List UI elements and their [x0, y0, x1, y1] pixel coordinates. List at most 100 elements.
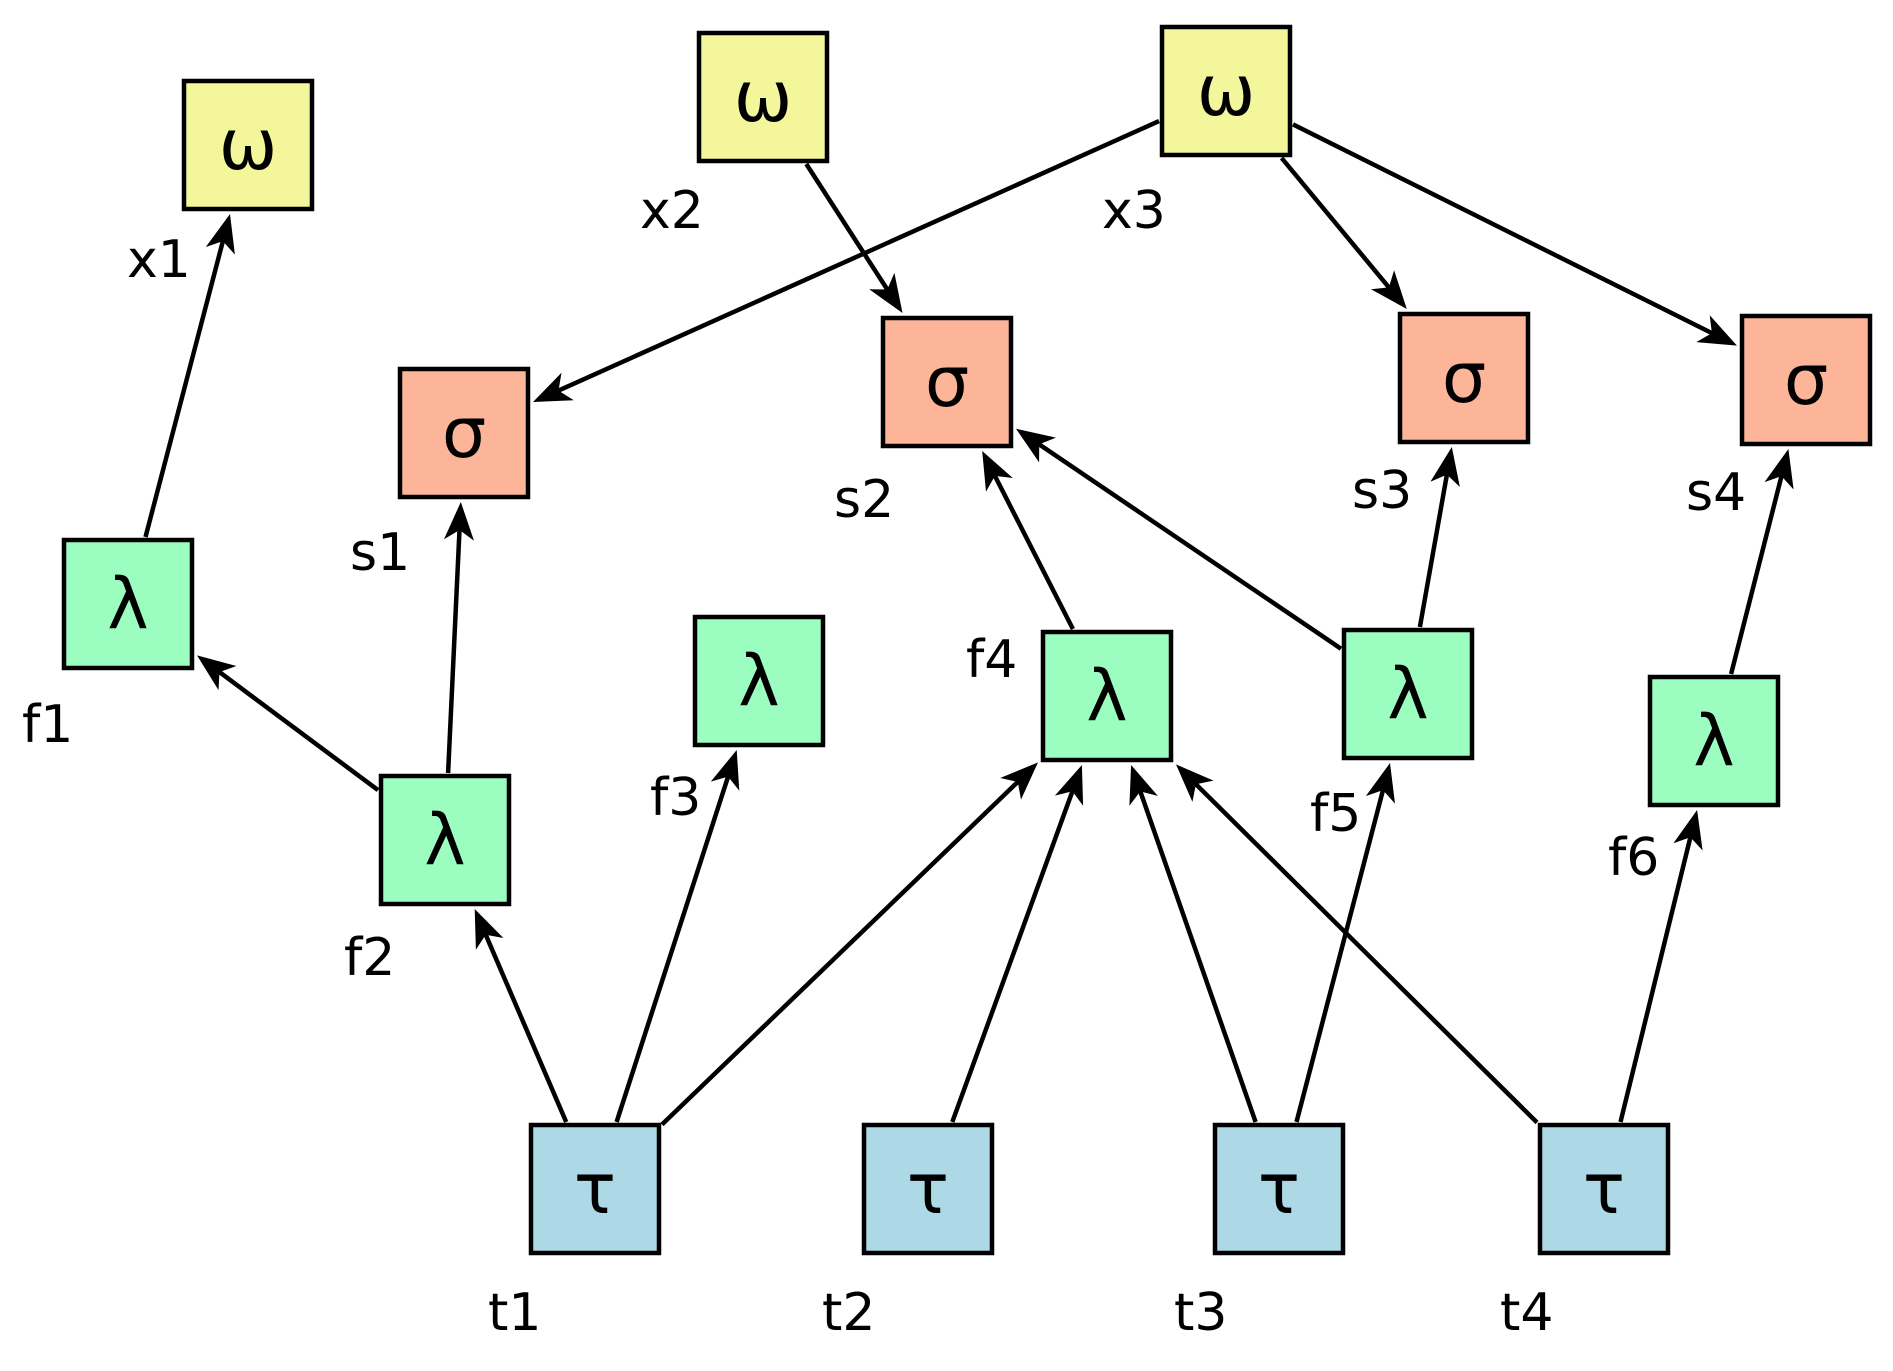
arrowhead: [1000, 762, 1038, 800]
omega-node-box: [1159, 24, 1293, 158]
edge-line: [445, 529, 462, 774]
node-label-s3: s3: [1352, 461, 1412, 521]
edge-line: [1618, 836, 1693, 1123]
arrowhead: [1176, 764, 1214, 802]
node-x1: ω x1: [127, 78, 315, 290]
lambda-node-box: [1341, 627, 1475, 761]
edge-f6-to-s4: [1728, 449, 1794, 675]
lambda-symbol: λ: [1086, 655, 1127, 737]
tau-symbol: τ: [574, 1148, 616, 1230]
edge-x2-to-s2: [804, 162, 903, 313]
edge-f2-to-s1: [444, 502, 474, 774]
node-label-f5: f5: [1310, 784, 1361, 844]
sigma-symbol: σ: [442, 392, 486, 474]
node-f2: λ f2: [344, 773, 512, 988]
node-label-f1: f1: [22, 695, 73, 755]
edge-line: [483, 933, 569, 1123]
node-f6: λ f6: [1608, 674, 1781, 888]
lambda-symbol: λ: [1693, 700, 1734, 782]
edge-x3-to-s4: [1291, 122, 1737, 346]
omega-symbol: ω: [219, 104, 278, 186]
node-x3: ω x3: [1102, 24, 1293, 241]
sigma-symbol: σ: [1784, 339, 1828, 421]
edge-line: [1728, 475, 1784, 675]
sigma-node-box: [397, 366, 531, 500]
node-t3: τ t3: [1174, 1122, 1346, 1343]
lambda-symbol: λ: [424, 799, 465, 881]
edge-line: [1037, 442, 1343, 651]
omega-node-box: [181, 78, 315, 212]
edge-line: [1291, 122, 1713, 336]
edge-line: [660, 780, 1020, 1127]
node-label-x3: x3: [1102, 181, 1166, 241]
arrowhead: [982, 451, 1013, 492]
node-label-s2: s2: [834, 470, 894, 530]
lambda-node-box: [378, 773, 512, 907]
edge-line: [218, 670, 380, 792]
node-f5: λ f5: [1310, 627, 1475, 844]
arrowhead: [1673, 810, 1703, 851]
omega-node-box: [696, 30, 830, 164]
node-label-f3: f3: [650, 768, 701, 828]
tau-symbol: τ: [1258, 1148, 1300, 1230]
node-label-t1: t1: [488, 1283, 541, 1343]
node-label-f2: f2: [344, 928, 395, 988]
edge-line: [950, 790, 1075, 1123]
arrowhead: [1371, 270, 1407, 309]
edge-t2-to-f4: [950, 765, 1084, 1123]
edge-t1-to-f4: [660, 762, 1038, 1127]
node-label-s1: s1: [350, 523, 410, 583]
node-f1: λ f1: [22, 537, 195, 755]
lambda-symbol: λ: [107, 563, 148, 645]
arrowhead: [1016, 428, 1056, 463]
lambda-node-box: [1040, 629, 1174, 763]
sigma-node-box: [1739, 313, 1873, 447]
node-f4: λ f4: [966, 629, 1174, 763]
node-label-x1: x1: [127, 230, 191, 290]
arrowhead: [1054, 765, 1084, 806]
node-x2: ωx2: [640, 30, 830, 241]
sigma-node-box: [880, 315, 1014, 449]
node-t1: τ t1: [488, 1122, 662, 1343]
node-s3: σ s3: [1352, 311, 1531, 521]
sigma-symbol: σ: [1442, 337, 1486, 419]
arrowhead: [205, 214, 235, 255]
arrowhead: [474, 909, 504, 950]
omega-symbol: ω: [734, 56, 793, 138]
edge-t1-to-f2: [474, 909, 569, 1123]
node-label-t2: t2: [822, 1283, 875, 1343]
node-label-t3: t3: [1174, 1283, 1227, 1343]
tau-node-box: [1212, 1122, 1346, 1256]
edge-line: [1194, 782, 1539, 1125]
edges-layer: [143, 119, 1794, 1127]
arrowhead: [1365, 763, 1395, 804]
tau-node-box: [1537, 1122, 1671, 1256]
edge-f5-to-s3: [1417, 447, 1460, 628]
edge-t3-to-f4: [1129, 765, 1258, 1123]
arrowhead: [533, 372, 574, 402]
edge-line: [804, 162, 890, 291]
edge-f5-to-s2: [1016, 428, 1343, 651]
arrowhead: [1696, 315, 1737, 346]
edge-line: [1294, 789, 1386, 1123]
edge-t4-to-f4: [1176, 764, 1539, 1125]
arrowhead: [197, 655, 237, 691]
node-label-f6: f6: [1608, 828, 1659, 888]
edge-line: [1279, 156, 1391, 289]
node-s2: σ s2: [834, 315, 1014, 530]
tau-node-box: [861, 1122, 995, 1256]
edge-f2-to-f1: [197, 655, 380, 792]
lambda-node-box: [692, 614, 826, 748]
lambda-symbol: λ: [1387, 653, 1428, 735]
arrowhead: [1764, 449, 1794, 490]
node-label-f4: f4: [966, 630, 1017, 690]
arrowhead: [710, 750, 740, 791]
node-t2: τt2: [822, 1122, 995, 1343]
omega-symbol: ω: [1197, 50, 1256, 132]
node-s1: σ s1: [350, 366, 531, 583]
node-f3: λf3: [650, 614, 826, 828]
sigma-symbol: σ: [925, 341, 969, 423]
node-label-s4: s4: [1686, 463, 1746, 523]
